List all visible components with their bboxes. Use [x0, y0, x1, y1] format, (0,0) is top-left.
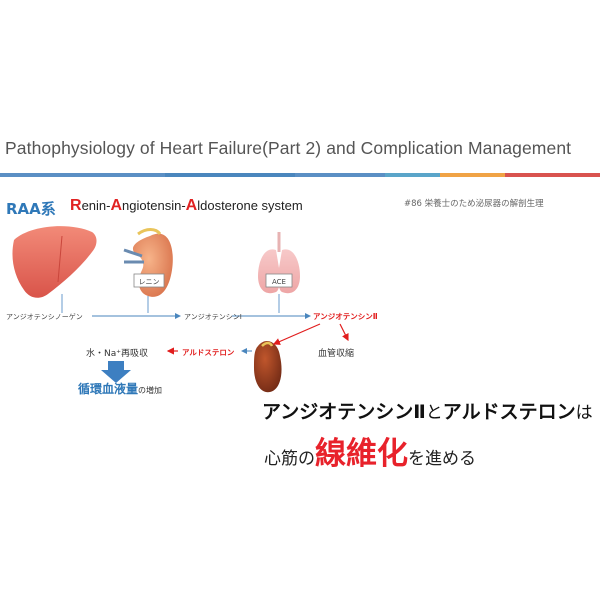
raa-abbr: RAA系: [6, 200, 56, 218]
msg-fibrosis: 線維化: [315, 436, 408, 472]
to-adrenal-arrow: [272, 323, 321, 345]
title-underline-bar: [0, 173, 600, 177]
down-arrow-icon: [101, 361, 131, 383]
adrenal-gland-icon: [254, 341, 282, 393]
angiotensinogen-label: アンジオテンシノーゲン: [6, 313, 83, 321]
bar-seg-4: [385, 173, 440, 177]
vasoconstriction-label: 血管収縮: [318, 349, 355, 359]
raa-rest-a2: ldosterone system: [197, 198, 303, 213]
slide-title: Pathophysiology of Heart Failure(Part 2)…: [5, 138, 572, 158]
angiotensin1-label: アンジオテンシンⅠ: [184, 313, 242, 321]
msg-myocardium: 心筋の: [264, 449, 315, 469]
msg-aldosterone: アルドステロン: [442, 401, 576, 423]
liver-icon: [12, 226, 97, 298]
bar-seg-3: [295, 173, 385, 177]
bar-seg-6: [505, 173, 600, 177]
blood-volume-label: 循環血液量の増加: [78, 380, 162, 397]
raa-rest-r: enin-: [81, 198, 111, 213]
raa-cap-r: R: [70, 197, 82, 214]
reabsorption-label: 水・Na⁺再吸収: [86, 349, 148, 359]
key-message-line-2: 心筋の線維化を進める: [264, 428, 476, 473]
msg-ha: は: [575, 403, 593, 423]
bar-seg-5: [440, 173, 505, 177]
to-vasoconstriction-arrow: [339, 323, 349, 342]
aldosterone-label: アルドステロン: [182, 348, 235, 357]
raa-cap-a1: A: [110, 197, 123, 214]
kidney-tag: レニン: [139, 278, 160, 286]
kidney-tag-box: [133, 273, 165, 288]
msg-angiotensin2: アンジオテンシンⅡ: [262, 401, 426, 423]
bar-seg-1: [0, 173, 165, 177]
angiotensin2-label: アンジオテンシンⅡ: [313, 312, 378, 321]
msg-and: と: [425, 403, 443, 423]
lung-tag-box: [265, 273, 293, 288]
raa-rest-a1: ngiotensin-: [122, 198, 186, 213]
lung-tag: ACE: [272, 278, 286, 286]
blood-volume-suffix: の増加: [138, 386, 163, 395]
raa-full-name: Renin-Angiotensin-Aldosterone system: [70, 197, 303, 215]
blood-volume-main: 循環血液量: [78, 382, 139, 396]
raa-cap-a2: A: [185, 197, 198, 214]
msg-promote: を進める: [408, 449, 476, 469]
bar-seg-2: [165, 173, 295, 177]
source-note: #86 栄養士のため泌尿器の解剖生理: [404, 199, 544, 209]
key-message-line-1: アンジオテンシンⅡとアルドステロンは: [262, 397, 593, 424]
